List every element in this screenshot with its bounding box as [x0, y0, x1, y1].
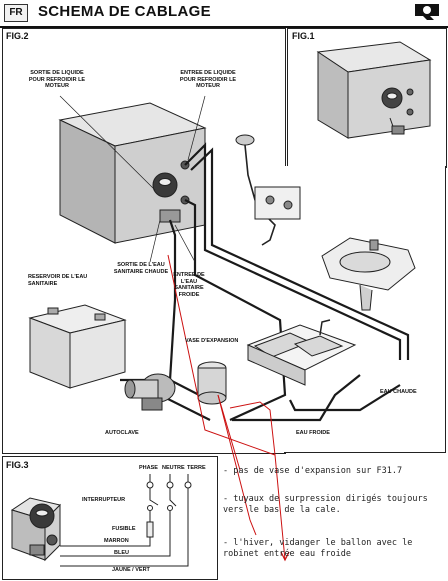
fig1-boiler [316, 41, 432, 139]
label-marron: MARRON [104, 538, 129, 544]
language-badge: FR [4, 4, 28, 22]
autoclave-pump [124, 373, 176, 411]
note-1: - pas de vase d'expansion sur F31.7 [223, 466, 403, 476]
label-terre: TERRE [187, 465, 206, 471]
label-eau-froide: EAU FROIDE [296, 430, 330, 436]
fig3-wiring [10, 474, 192, 567]
fig2-pipes [120, 142, 410, 422]
label-bleu: BLEU [114, 550, 129, 556]
label-jaune-vert: JAUNE / VERT [112, 567, 150, 573]
shower [235, 134, 301, 246]
annotation-arrows [167, 254, 290, 562]
brand-logo [415, 4, 439, 20]
label-sortie-eau-chaude: SORTIE DE L'EAU SANITAIRE CHAUDE [113, 262, 169, 275]
label-entree-liquide: ENTREE DE LIQUIDE POUR REFROIDIR LE MOTE… [179, 70, 237, 89]
fig2-panel [2, 28, 286, 454]
label-autoclave: AUTOCLAVE [105, 430, 139, 436]
fig2-label: FIG.2 [6, 31, 29, 41]
header-bar: FR SCHEMA DE CABLAGE [0, 0, 448, 28]
kitchen-sink [246, 319, 357, 386]
label-sortie-liquide: SORTIE DE LIQUIDE POUR REFROIDIR LE MOTE… [28, 70, 86, 89]
label-phase: PHASE [139, 465, 158, 471]
note-3: - l'hiver, vidanger le ballon avec le ro… [223, 538, 413, 559]
note-2: - tuyaux de surpression dirigés toujours… [223, 494, 428, 515]
expansion-vessel [197, 361, 227, 405]
label-neutre: NEUTRE [162, 465, 185, 471]
label-entree-eau-froide: ENTREE DE L'EAU SANITAIRE FROIDE [173, 272, 205, 298]
label-fusible: FUSIBLE [112, 526, 136, 532]
label-eau-chaude: EAU CHAUDE [380, 389, 417, 395]
page-title: SCHEMA DE CABLAGE [38, 3, 211, 20]
label-interrupteur: INTERRUPTEUR [82, 497, 126, 503]
label-vase-expansion: VASE D'EXPANSION [185, 338, 239, 344]
water-reservoir [28, 304, 127, 389]
fig1-label: FIG.1 [292, 31, 315, 41]
label-reservoir: RESERVOIR DE L'EAU SANITAIRE [28, 274, 88, 287]
fig2-leader-lines [59, 95, 206, 263]
fig3-label: FIG.3 [6, 460, 29, 470]
wash-basin [321, 237, 416, 311]
fig2-boiler [58, 102, 207, 244]
